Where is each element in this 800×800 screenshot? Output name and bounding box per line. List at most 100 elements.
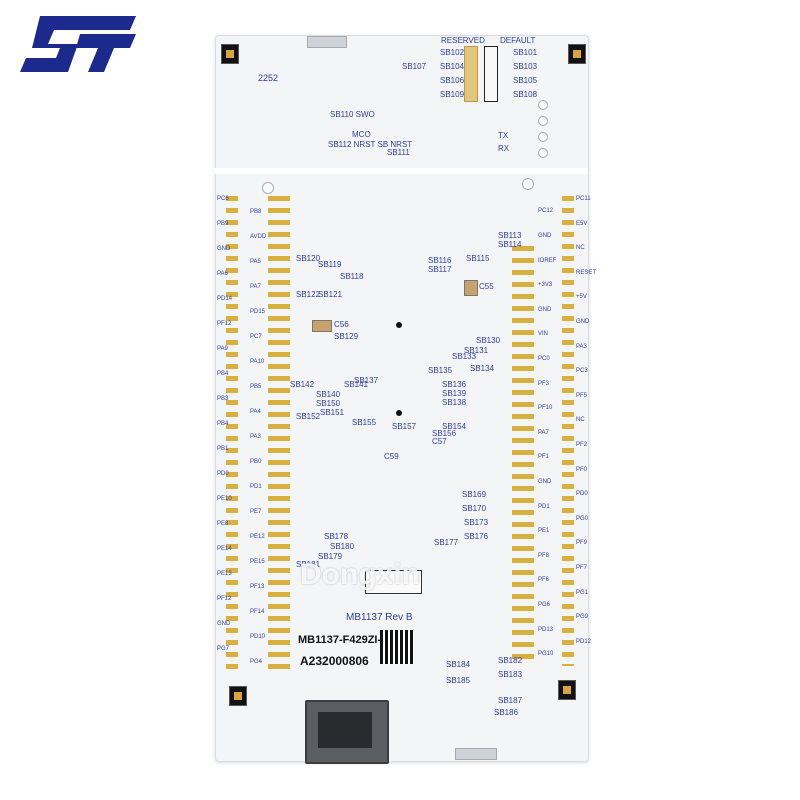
right-pin-label: PF9 — [576, 540, 588, 547]
silk-sb130: SB130 — [476, 336, 501, 345]
right-pin-label: E5V — [576, 220, 588, 227]
silk-sb138: SB138 — [442, 398, 467, 407]
silk-sb185: SB185 — [446, 676, 471, 685]
silk-sb169: SB169 — [462, 490, 487, 499]
right-pin-label: PF0 — [576, 466, 588, 473]
left-pin-label: PF12 — [217, 596, 232, 602]
board-separator — [214, 168, 588, 174]
right-pin-label: PD1 — [538, 503, 550, 510]
left-pin-label: PF14 — [250, 608, 265, 615]
sb-right-2: SB105 — [513, 76, 538, 85]
silk-sb170: SB170 — [462, 504, 487, 513]
mount-hole — [538, 148, 548, 158]
right-pin-label: PA7 — [538, 429, 549, 436]
silk-sb118: SB118 — [340, 272, 364, 281]
left-pin-label: PD0 — [217, 471, 229, 477]
silk-sb183: SB183 — [498, 670, 523, 679]
silk-c55: C55 — [479, 282, 494, 291]
sb-right-1: SB103 — [513, 62, 538, 71]
right-pin-label: PF8 — [538, 552, 550, 559]
silk-sb129: SB129 — [334, 332, 359, 341]
silk-sb137: SB137 — [354, 376, 379, 385]
silk-sb122: SB122 — [296, 290, 321, 299]
sb-right-3: SB108 — [513, 90, 538, 99]
silk-sb184: SB184 — [446, 660, 471, 669]
right-pin-label: PF1 — [538, 454, 550, 461]
tx-label: TX — [498, 131, 509, 140]
right-pin-label: PE1 — [538, 528, 550, 535]
silk-sb178: SB178 — [324, 532, 349, 541]
left-pin-label: PB5 — [250, 383, 262, 390]
sb107-label: SB107 — [402, 62, 427, 71]
left-pin-label: PA7 — [250, 283, 261, 290]
left-pin-label: GND — [217, 621, 231, 627]
fiducial — [396, 322, 402, 328]
mco-label: MCO — [352, 130, 371, 139]
reserved-label: RESERVED — [441, 36, 485, 45]
silk-sb156: SB156 — [432, 429, 457, 438]
mount-hole — [522, 178, 534, 190]
right-pin-label: PF3 — [538, 380, 550, 387]
sb111-label: SB111 — [387, 148, 410, 157]
connector-block — [365, 570, 422, 594]
left-pin-label: PB8 — [250, 208, 262, 215]
board-code: 2252 — [258, 73, 279, 83]
left-pin-label: AVDD — [250, 233, 267, 240]
silk-sb186: SB186 — [494, 708, 519, 717]
silk-sb157: SB157 — [392, 422, 417, 431]
silk-sb114: SB114 — [498, 240, 522, 249]
sb-left-1: SB104 — [440, 62, 465, 71]
right-pin-label: PF10 — [538, 405, 553, 412]
mount-hole — [538, 116, 548, 126]
right-pin-label: PF5 — [576, 392, 588, 399]
silk-c57: C57 — [432, 437, 447, 446]
left-pin-label: GND — [217, 246, 231, 252]
jumper-top-left — [221, 44, 239, 64]
solder-bridge-block — [464, 46, 478, 102]
right-pin-label: PG6 — [538, 601, 551, 608]
silk-sb176: SB176 — [464, 532, 489, 541]
silk-sb151: SB151 — [320, 408, 345, 417]
left-pin-label: PE7 — [250, 508, 262, 515]
capacitor-c56 — [312, 320, 332, 332]
silk-sb135: SB135 — [428, 366, 453, 375]
silk-sb180: SB180 — [330, 542, 355, 551]
jumper-bottom-right — [558, 680, 576, 700]
sb-left-3: SB109 — [440, 90, 465, 99]
silk-sb179: SB179 — [318, 552, 343, 561]
left-pin-label: PE10 — [217, 496, 232, 502]
micro-usb-connector — [455, 748, 497, 760]
left-pin-label: PB4 — [217, 421, 229, 427]
right-pin-label: +5V — [576, 294, 587, 301]
swo-label: SB110 SWO — [330, 110, 375, 119]
sb-left-2: SB106 — [440, 76, 465, 85]
solder-bridge-block-default — [484, 46, 498, 102]
right-pin-label: PD0 — [576, 491, 588, 498]
right-pin-label: PC12 — [538, 208, 554, 215]
mount-hole — [538, 100, 548, 110]
right-pin-label: VIN — [538, 331, 549, 338]
right-pin-label: PC0 — [538, 355, 550, 362]
model-label: MB1137-F429ZI-B01 — [298, 634, 402, 646]
silk-sb116: SB116 — [428, 256, 452, 265]
silk-sb117: SB117 — [428, 265, 452, 274]
left-pin-label: PB1 — [217, 446, 229, 452]
left-pin-label: PA6 — [217, 271, 228, 277]
left-pin-label: PA4 — [250, 408, 261, 415]
left-pin-label: PD1 — [250, 483, 262, 490]
qr-code-icon — [380, 630, 414, 664]
silk-sb181: SB181 — [296, 560, 321, 569]
right-pin-label: PF2 — [576, 442, 588, 448]
silk-sb140: SB140 — [316, 390, 341, 399]
left-pin-label: PF13 — [250, 583, 265, 590]
right-pin-label: PG0 — [576, 515, 589, 522]
left-pin-label: PE13 — [217, 571, 232, 577]
left-header-inner — [268, 196, 290, 676]
silk-sb113: SB113 — [498, 231, 522, 240]
left-pin-label: PE8 — [217, 521, 229, 527]
right-pin-label: IOREF — [538, 257, 557, 264]
left-pin-label: PA9 — [217, 346, 228, 352]
silk-sb173: SB173 — [464, 518, 489, 527]
right-pin-label: NC — [576, 245, 585, 252]
silk-sb150: SB150 — [316, 399, 341, 408]
